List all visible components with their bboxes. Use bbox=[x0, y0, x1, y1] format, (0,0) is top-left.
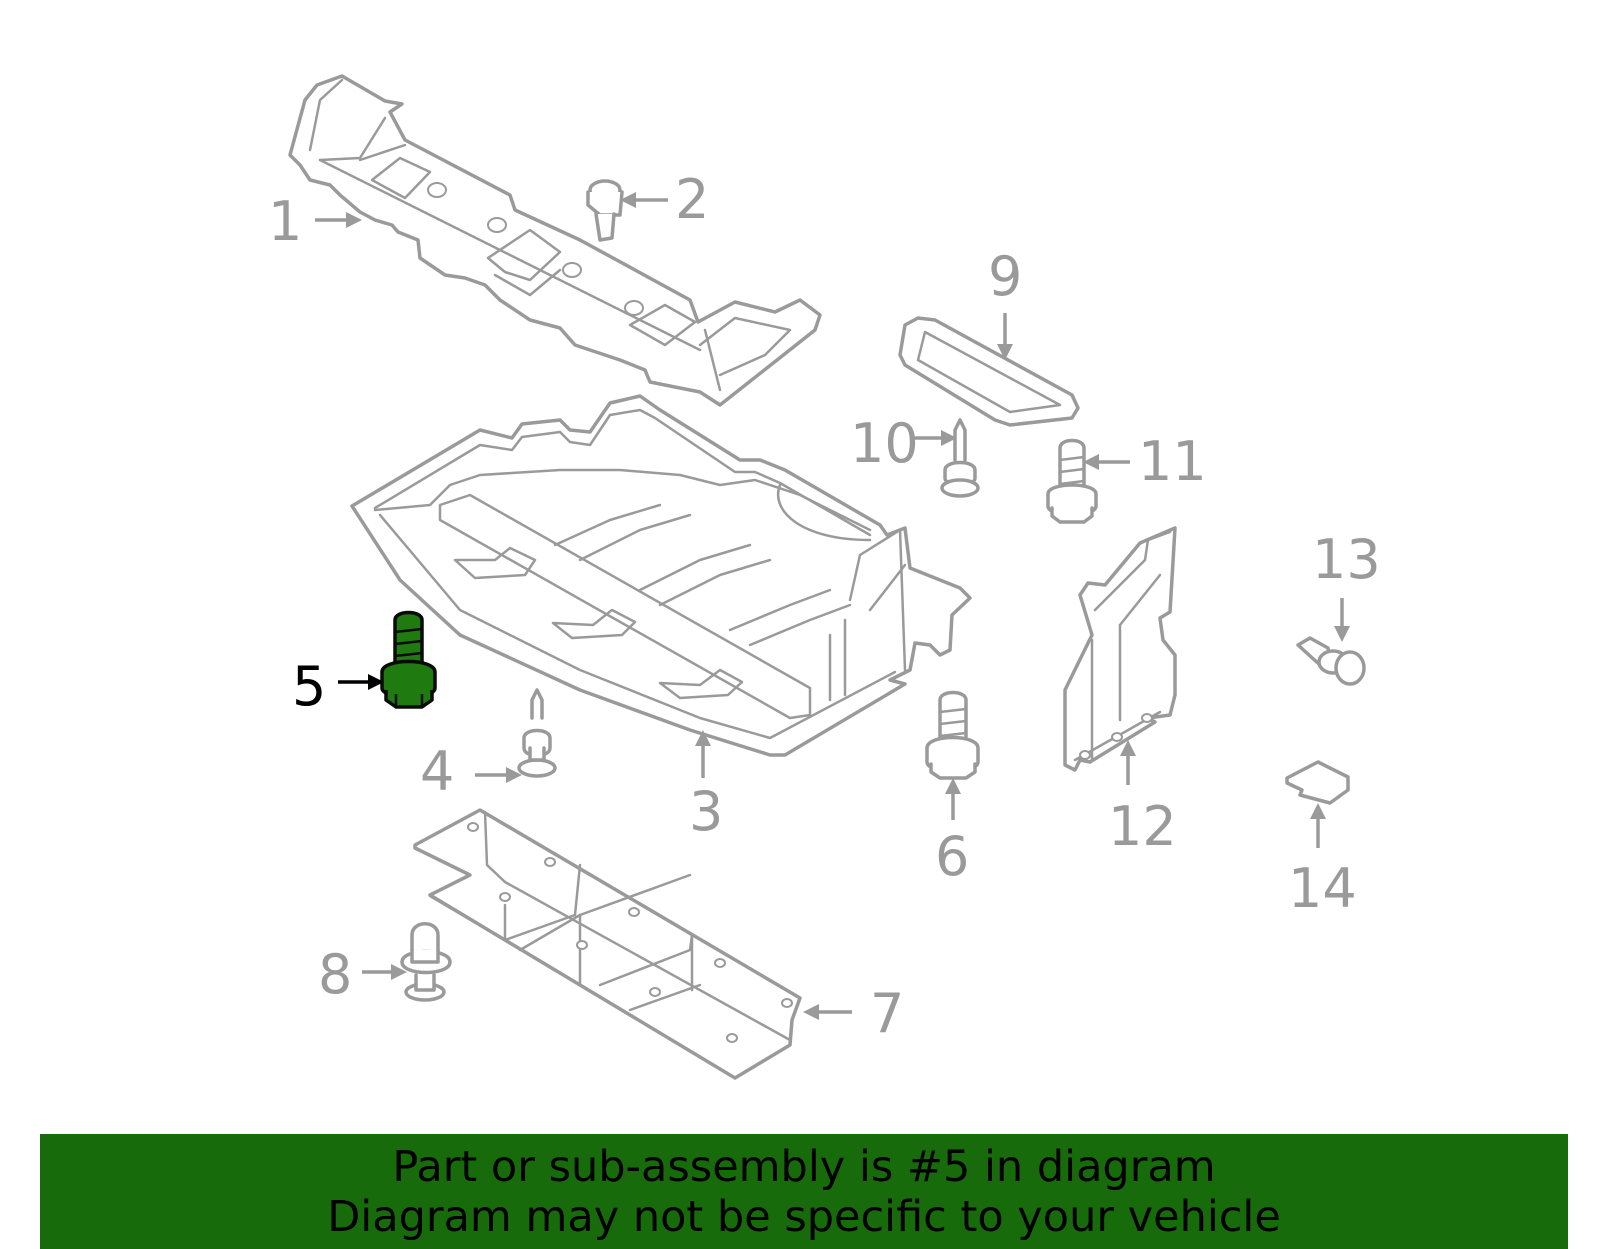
callout-2: 2 bbox=[620, 168, 709, 231]
svg-text:2: 2 bbox=[675, 168, 709, 231]
part-9-duct[interactable] bbox=[898, 316, 1080, 427]
svg-text:11: 11 bbox=[1138, 430, 1207, 493]
svg-text:14: 14 bbox=[1288, 857, 1357, 920]
callout-13: 13 bbox=[1312, 528, 1381, 642]
part-1-radiator-cover[interactable] bbox=[288, 74, 822, 407]
part-12-side-deflector[interactable] bbox=[1063, 526, 1177, 772]
callout-9: 9 bbox=[988, 245, 1022, 360]
callout-1: 1 bbox=[268, 190, 362, 253]
part-14-pad[interactable] bbox=[1285, 760, 1350, 805]
svg-text:5: 5 bbox=[292, 655, 326, 718]
callout-8: 8 bbox=[318, 943, 407, 1006]
part-4-push-rivet[interactable] bbox=[517, 688, 557, 778]
svg-text:12: 12 bbox=[1108, 795, 1177, 858]
svg-text:3: 3 bbox=[689, 780, 723, 843]
part-13-clip[interactable] bbox=[1296, 636, 1366, 686]
part-3-splash-shield[interactable] bbox=[350, 394, 972, 757]
callout-3: 3 bbox=[689, 730, 723, 843]
part-5-bolt-highlighted[interactable] bbox=[380, 610, 437, 709]
callout-14: 14 bbox=[1288, 803, 1357, 920]
part-10-push-pin[interactable] bbox=[940, 418, 980, 498]
svg-text:6: 6 bbox=[935, 825, 969, 888]
part-6-bolt[interactable] bbox=[925, 690, 980, 780]
callout-5: 5 bbox=[292, 655, 384, 718]
part-8-clip[interactable] bbox=[400, 922, 452, 1002]
callout-4: 4 bbox=[420, 740, 522, 803]
banner-line-part-number: Part or sub-assembly is #5 in diagram bbox=[392, 1141, 1216, 1192]
svg-text:9: 9 bbox=[988, 245, 1022, 308]
svg-text:13: 13 bbox=[1312, 528, 1381, 591]
callout-10: 10 bbox=[850, 412, 957, 475]
info-banner: Part or sub-assembly is #5 in diagram Di… bbox=[40, 1134, 1568, 1249]
banner-line-disclaimer: Diagram may not be specific to your vehi… bbox=[327, 1191, 1281, 1242]
callout-11: 11 bbox=[1083, 430, 1207, 493]
part-7-skid-plate[interactable] bbox=[413, 808, 802, 1080]
part-11-bolt[interactable] bbox=[1046, 438, 1098, 524]
svg-text:1: 1 bbox=[268, 190, 302, 253]
svg-text:7: 7 bbox=[870, 982, 904, 1045]
part-2-clip[interactable] bbox=[586, 179, 624, 242]
callout-6: 6 bbox=[935, 778, 969, 888]
svg-text:10: 10 bbox=[850, 412, 919, 475]
callout-7: 7 bbox=[803, 982, 904, 1045]
svg-text:4: 4 bbox=[420, 740, 454, 803]
svg-text:8: 8 bbox=[318, 943, 352, 1006]
callout-12: 12 bbox=[1108, 740, 1177, 858]
